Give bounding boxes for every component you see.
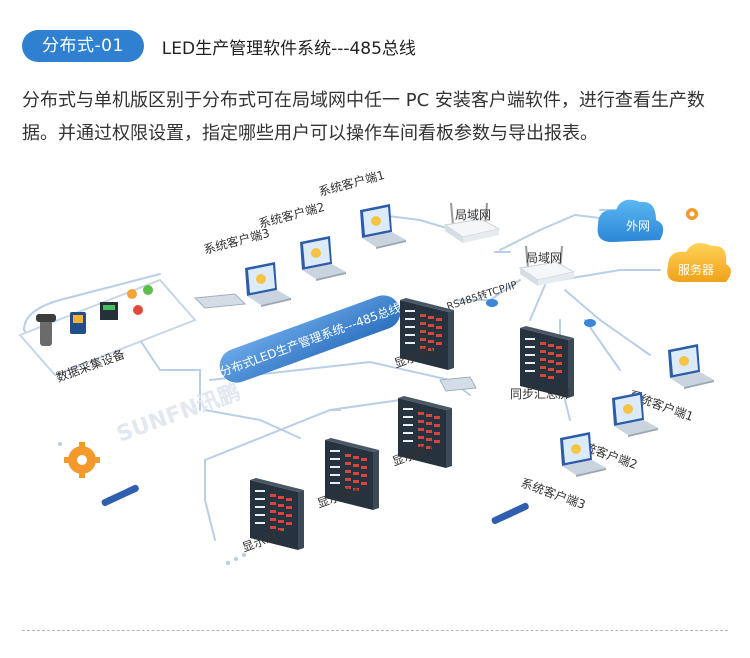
sync-label: 同步汇总屏 bbox=[510, 387, 570, 401]
section-badge: 分布式-01 bbox=[22, 30, 144, 62]
barcode-scanner-icon bbox=[36, 314, 56, 346]
display-1: 显示端1 bbox=[392, 298, 454, 371]
decor-dots bbox=[58, 442, 246, 565]
lan-router-1: 局域网 bbox=[444, 202, 500, 244]
gear-icon bbox=[64, 442, 100, 478]
decor-bar bbox=[101, 484, 139, 507]
external-cloud: 外网 bbox=[597, 199, 664, 242]
lan-router-2: 局域网 bbox=[519, 245, 575, 287]
server-label: 服务器 bbox=[678, 262, 714, 277]
status-light-orange bbox=[127, 289, 137, 299]
sync-summary-display: 同步汇总屏 bbox=[510, 326, 574, 401]
left-client-1: 系统客户端1 bbox=[317, 170, 406, 249]
io-module-icon bbox=[100, 302, 118, 320]
keyboard-icon bbox=[439, 376, 477, 392]
lan1-label: 局域网 bbox=[455, 208, 491, 222]
right-client-3-label: 系统客户端3 bbox=[519, 475, 588, 512]
laptop-icon bbox=[245, 262, 291, 307]
display-4: 显示端4 bbox=[240, 478, 304, 555]
gear-icon bbox=[686, 208, 698, 220]
laptop-icon bbox=[668, 344, 714, 389]
sync-node bbox=[584, 319, 596, 327]
external-label: 外网 bbox=[626, 219, 650, 233]
display-3: 显示端3 bbox=[315, 438, 379, 511]
lan2-label: 局域网 bbox=[526, 251, 562, 265]
description-text: 分布式与单机版区别于分布式可在局域网中任一 PC 安装客户端软件，进行查看生产数… bbox=[22, 90, 705, 144]
display-2: 显示端2 bbox=[390, 396, 452, 469]
left-client-3: 系统客户端3 bbox=[202, 225, 291, 307]
network-diagram: 数据采集设备 分布式LED生产管理系统---485总线 SUNFN讯鹏 系统客户… bbox=[18, 170, 731, 565]
section-header: 分布式-01 LED生产管理软件系统---485总线 bbox=[22, 30, 416, 62]
converter-label: RS485转TCP/IP bbox=[445, 278, 519, 313]
rfid-reader-icon bbox=[70, 312, 86, 334]
status-light-red bbox=[133, 305, 143, 315]
bottom-divider bbox=[22, 630, 728, 631]
server-cloud: 服务器 bbox=[667, 243, 731, 282]
laptop-icon bbox=[360, 204, 406, 249]
left-client-1-label: 系统客户端1 bbox=[317, 170, 386, 199]
left-client-3-label: 系统客户端3 bbox=[202, 225, 271, 257]
bus-pill: 分布式LED生产管理系统---485总线 bbox=[218, 295, 403, 383]
laptop-icon bbox=[300, 236, 346, 281]
section-title: LED生产管理软件系统---485总线 bbox=[161, 38, 416, 59]
keyboard-icon bbox=[193, 293, 247, 309]
converter-node bbox=[486, 299, 498, 307]
decor-bar bbox=[491, 502, 529, 525]
bus-label: 分布式LED生产管理系统---485总线 bbox=[218, 300, 403, 380]
status-light-green bbox=[143, 285, 153, 295]
